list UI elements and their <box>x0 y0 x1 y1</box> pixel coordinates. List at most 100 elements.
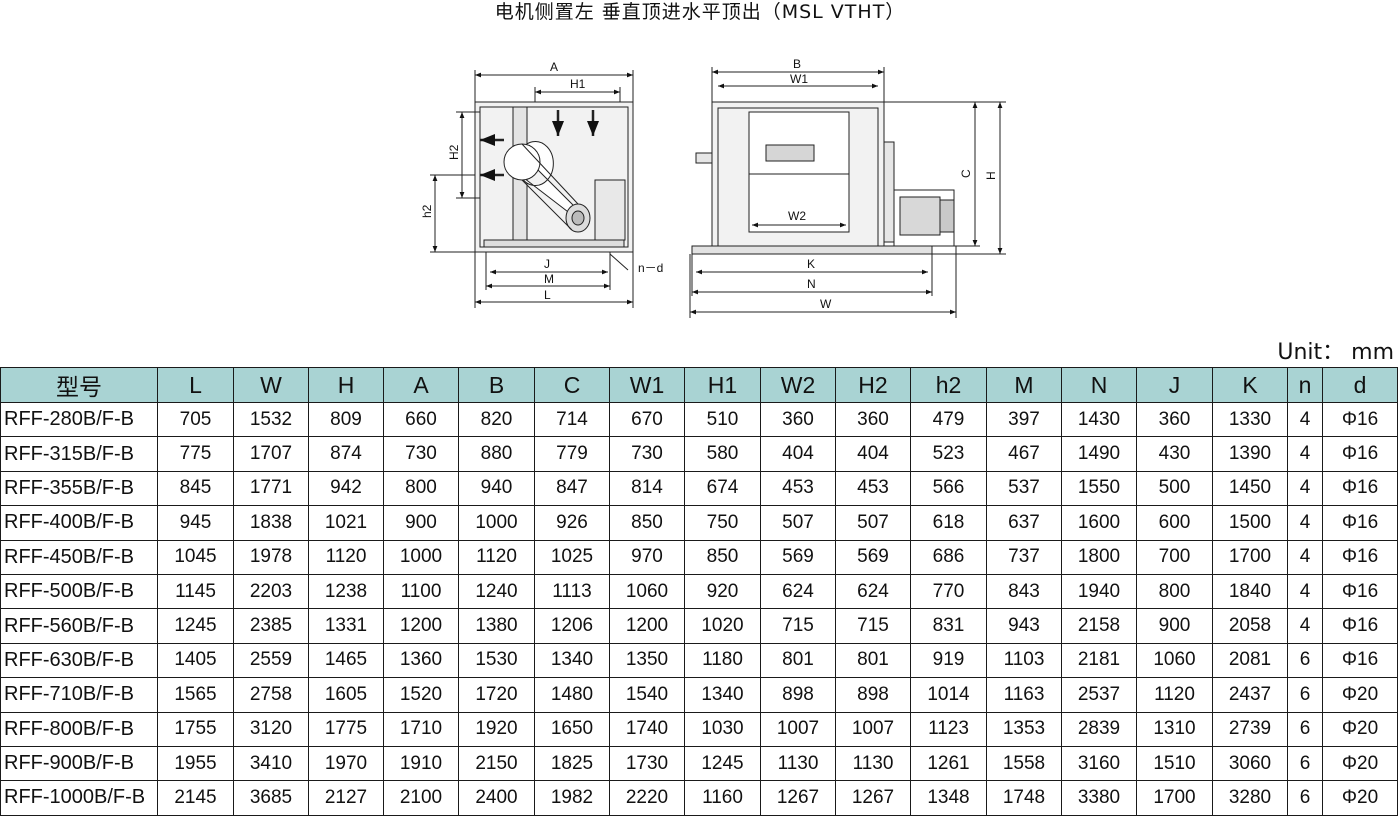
value-cell: 580 <box>684 436 761 472</box>
value-cell: 569 <box>835 539 911 575</box>
value-cell: 4 <box>1287 401 1323 438</box>
column-header: J <box>1136 367 1213 403</box>
value-cell: 700 <box>1136 539 1213 575</box>
value-cell: 1955 <box>157 745 234 782</box>
value-cell: 4 <box>1287 436 1323 472</box>
value-cell: 814 <box>609 470 685 507</box>
value-cell: 730 <box>609 436 685 472</box>
dim-label-H2: H2 <box>447 144 461 160</box>
value-cell: 714 <box>534 401 610 438</box>
value-cell: 397 <box>986 401 1062 438</box>
value-cell: 624 <box>760 573 836 610</box>
value-cell: 404 <box>760 436 836 472</box>
dim-label-B: B <box>793 57 801 71</box>
value-cell: 1145 <box>157 573 234 610</box>
value-cell: 1030 <box>684 711 761 747</box>
column-header: W <box>233 367 309 403</box>
page-title: 电机侧置左 垂直顶进水平顶出（MSL VTHT） <box>494 1 906 23</box>
dim-label-W1: W1 <box>790 72 808 86</box>
value-cell: 809 <box>308 401 384 438</box>
value-cell: 900 <box>1136 608 1213 644</box>
value-cell: 1700 <box>1136 780 1213 816</box>
value-cell: 660 <box>383 401 459 438</box>
value-cell: 600 <box>1136 505 1213 541</box>
value-cell: 942 <box>308 470 384 507</box>
value-cell: 1130 <box>835 745 911 782</box>
value-cell: 3410 <box>233 745 309 782</box>
model-cell: RFF-280B/F-B <box>0 401 158 438</box>
value-cell: 2758 <box>233 677 309 713</box>
value-cell: 1530 <box>458 642 535 679</box>
value-cell: 4 <box>1287 470 1323 507</box>
value-cell: 1405 <box>157 642 234 679</box>
model-cell: RFF-500B/F-B <box>0 573 158 610</box>
value-cell: 1978 <box>233 539 309 575</box>
value-cell: Φ20 <box>1322 745 1398 782</box>
value-cell: 1450 <box>1212 470 1288 507</box>
model-cell: RFF-1000B/F-B <box>0 780 158 816</box>
value-cell: 1000 <box>458 505 535 541</box>
value-cell: 1267 <box>760 780 836 816</box>
value-cell: 1123 <box>910 711 987 747</box>
model-cell: RFF-450B/F-B <box>0 539 158 575</box>
value-cell: Φ16 <box>1322 539 1398 575</box>
value-cell: 1348 <box>910 780 987 816</box>
value-cell: 919 <box>910 642 987 679</box>
value-cell: 1330 <box>1212 401 1288 438</box>
value-cell: 1206 <box>534 608 610 644</box>
value-cell: 1480 <box>534 677 610 713</box>
model-cell: RFF-710B/F-B <box>0 677 158 713</box>
dim-label-H1: H1 <box>570 77 586 91</box>
value-cell: 1380 <box>458 608 535 644</box>
value-cell: 1261 <box>910 745 987 782</box>
value-cell: 1310 <box>1136 711 1213 747</box>
value-cell: 1940 <box>1061 573 1137 610</box>
value-cell: 2100 <box>383 780 459 816</box>
value-cell: 2220 <box>609 780 685 816</box>
value-cell: Φ16 <box>1322 470 1398 507</box>
value-cell: 2839 <box>1061 711 1137 747</box>
fan-dimension-diagram: A H1 H2 h2 J M L n－d B W1 W2 C H K N W <box>420 57 1006 318</box>
value-cell: 6 <box>1287 677 1323 713</box>
value-cell: 1238 <box>308 573 384 610</box>
column-header: H <box>308 367 384 403</box>
value-cell: 945 <box>157 505 234 541</box>
value-cell: 537 <box>986 470 1062 507</box>
value-cell: Φ20 <box>1322 677 1398 713</box>
value-cell: 1020 <box>684 608 761 644</box>
value-cell: 1605 <box>308 677 384 713</box>
dim-label-nd: n－d <box>638 261 663 275</box>
dim-label-N: N <box>807 277 816 291</box>
value-cell: 1120 <box>308 539 384 575</box>
value-cell: 2081 <box>1212 642 1288 679</box>
value-cell: 970 <box>609 539 685 575</box>
value-cell: 507 <box>760 505 836 541</box>
value-cell: 715 <box>760 608 836 644</box>
model-cell: RFF-560B/F-B <box>0 608 158 644</box>
value-cell: 1982 <box>534 780 610 816</box>
dim-label-M: M <box>544 272 554 286</box>
value-cell: 1103 <box>986 642 1062 679</box>
value-cell: 1970 <box>308 745 384 782</box>
value-cell: 880 <box>458 436 535 472</box>
value-cell: 1340 <box>534 642 610 679</box>
value-cell: 900 <box>383 505 459 541</box>
value-cell: 1025 <box>534 539 610 575</box>
value-cell: 2127 <box>308 780 384 816</box>
value-cell: 1240 <box>458 573 535 610</box>
value-cell: 2537 <box>1061 677 1137 713</box>
value-cell: 3380 <box>1061 780 1137 816</box>
value-cell: 4 <box>1287 505 1323 541</box>
value-cell: 1340 <box>684 677 761 713</box>
model-cell: RFF-630B/F-B <box>0 642 158 679</box>
value-cell: 4 <box>1287 608 1323 644</box>
value-cell: 1700 <box>1212 539 1288 575</box>
value-cell: 1710 <box>383 711 459 747</box>
value-cell: 1600 <box>1061 505 1137 541</box>
value-cell: 1730 <box>609 745 685 782</box>
value-cell: 1163 <box>986 677 1062 713</box>
value-cell: 1720 <box>458 677 535 713</box>
value-cell: 360 <box>835 401 911 438</box>
